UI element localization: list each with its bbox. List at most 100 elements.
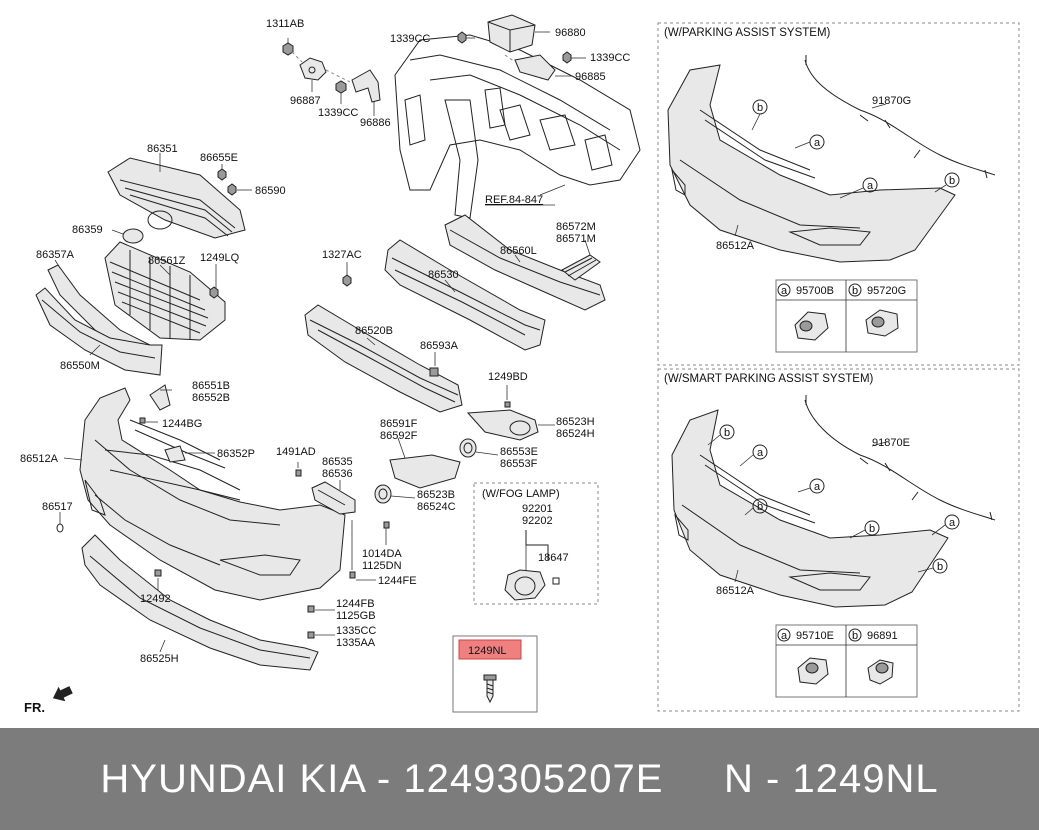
label-1327AC: 1327AC bbox=[322, 249, 362, 261]
label-86524C: 86524C bbox=[417, 501, 456, 513]
label-95710E: 95710E bbox=[796, 630, 834, 642]
label-12492: 12492 bbox=[140, 593, 171, 605]
label-18647: 18647 bbox=[538, 552, 569, 564]
label-86590: 86590 bbox=[255, 185, 286, 197]
bracket-96885 bbox=[504, 54, 572, 81]
letter-a: a bbox=[781, 630, 788, 642]
label-1335AA: 1335AA bbox=[336, 637, 376, 649]
letter-a: a bbox=[949, 517, 956, 529]
bracket-96886 bbox=[325, 69, 381, 116]
label-96880: 96880 bbox=[555, 27, 586, 39]
letter-a: a bbox=[814, 137, 821, 149]
label-86553E: 86553E bbox=[500, 446, 538, 458]
label-1339CC: 1339CC bbox=[390, 33, 430, 45]
parts-diagram: 1311AB 96887 1339CC 96886 1339CC 96880 1… bbox=[20, 14, 1020, 715]
label-96886: 96886 bbox=[360, 117, 391, 129]
letter-b: b bbox=[757, 102, 763, 114]
label-91870G: 91870G bbox=[872, 95, 911, 107]
label-86517: 86517 bbox=[42, 501, 73, 513]
label-86572M: 86572M bbox=[556, 221, 596, 233]
label-86591F: 86591F bbox=[380, 418, 418, 430]
label-1125DN: 1125DN bbox=[362, 560, 402, 572]
label-92202: 92202 bbox=[522, 515, 553, 527]
part-labels: 1311AB 96887 1339CC 96886 1339CC 96880 1… bbox=[20, 18, 956, 715]
bracket-96887 bbox=[282, 38, 327, 92]
absorber-86520B bbox=[304, 304, 463, 413]
letter-b: b bbox=[852, 285, 858, 297]
label-1249BD: 1249BD bbox=[488, 371, 528, 383]
label-96891: 96891 bbox=[867, 630, 898, 642]
footer-text: HYUNDAI KIA - 1249305207E N - 1249NL bbox=[100, 756, 939, 801]
molding-86550M bbox=[35, 287, 163, 376]
letter-b: b bbox=[757, 501, 763, 513]
fog-ring-86553E bbox=[459, 438, 499, 458]
label-86352P: 86352P bbox=[217, 448, 255, 460]
label-86536: 86536 bbox=[322, 468, 353, 480]
sensor-96880 bbox=[457, 14, 586, 64]
label-86561Z: 86561Z bbox=[148, 255, 186, 267]
label-86523B: 86523B bbox=[417, 489, 455, 501]
smart-parking-assist-box bbox=[657, 368, 1020, 712]
label-86535: 86535 bbox=[322, 456, 353, 468]
label-1244BG: 1244BG bbox=[162, 418, 202, 430]
parking-assist-box bbox=[657, 22, 1020, 366]
grille-86561Z bbox=[104, 241, 226, 341]
label-86593A: 86593A bbox=[420, 340, 459, 352]
label-95700B: 95700B bbox=[796, 285, 834, 297]
label-86551B: 86551B bbox=[192, 380, 230, 392]
bracket-86572M bbox=[561, 239, 601, 281]
front-arrow-icon bbox=[52, 686, 73, 702]
letter-a: a bbox=[781, 285, 788, 297]
label-86525H: 86525H bbox=[140, 653, 179, 665]
fog-cover-86591F bbox=[389, 437, 461, 489]
front-bumper-86512A bbox=[63, 384, 346, 601]
letter-b: b bbox=[852, 630, 858, 642]
letter-a: a bbox=[867, 180, 874, 192]
label-1335CC: 1335CC bbox=[336, 625, 376, 637]
label-95720G: 95720G bbox=[867, 285, 906, 297]
label-91870E: 91870E bbox=[872, 437, 910, 449]
letter-a: a bbox=[814, 481, 821, 493]
label-86357A: 86357A bbox=[36, 249, 75, 261]
label-86351: 86351 bbox=[147, 143, 178, 155]
label-86524H: 86524H bbox=[556, 428, 595, 440]
cowl-structure bbox=[394, 34, 641, 219]
label-86523H: 86523H bbox=[556, 416, 595, 428]
beam-86530 bbox=[342, 239, 546, 351]
front-label: FR. bbox=[24, 700, 45, 715]
highlight-box bbox=[452, 635, 538, 713]
label-1014DA: 1014DA bbox=[362, 548, 402, 560]
part-number-footer: HYUNDAI KIA - 1249305207E N - 1249NL bbox=[0, 728, 1039, 830]
label-86512A: 86512A bbox=[20, 453, 59, 465]
label-spa-86512A: 86512A bbox=[716, 585, 755, 597]
fog-cover-86523H bbox=[466, 385, 555, 441]
label-96887: 96887 bbox=[290, 95, 321, 107]
label-1244FE: 1244FE bbox=[378, 575, 417, 587]
label-86359: 86359 bbox=[72, 224, 103, 236]
letter-b: b bbox=[869, 523, 875, 535]
fog-ring-86523B bbox=[374, 484, 416, 504]
label-86550M: 86550M bbox=[60, 360, 100, 372]
label-1311AB: 1311AB bbox=[266, 18, 304, 30]
fog-lamp-title: (W/FOG LAMP) bbox=[482, 488, 560, 500]
label-pa-86512A: 86512A bbox=[716, 240, 755, 252]
letter-b: b bbox=[724, 427, 730, 439]
label-86552B: 86552B bbox=[192, 392, 230, 404]
letter-b: b bbox=[937, 561, 943, 573]
letter-a: a bbox=[757, 447, 764, 459]
absorber-86560L bbox=[444, 214, 606, 311]
label-86530: 86530 bbox=[428, 269, 459, 281]
grille-86351 bbox=[107, 153, 252, 239]
label-86520B: 86520B bbox=[355, 325, 393, 337]
label-86571M: 86571M bbox=[556, 233, 596, 245]
letter-b: b bbox=[949, 175, 955, 187]
highlight-label: 1249NL bbox=[468, 645, 507, 657]
label-ref: REF.84-847 bbox=[485, 194, 543, 206]
emblem-86359 bbox=[111, 228, 144, 244]
fasteners-lower bbox=[307, 520, 390, 639]
lip-86525H bbox=[81, 534, 319, 671]
label-1249LQ: 1249LQ bbox=[200, 252, 240, 264]
fog-lamp-box bbox=[473, 482, 599, 605]
smart-parking-assist-title: (W/SMART PARKING ASSIST SYSTEM) bbox=[664, 373, 874, 385]
label-86655E: 86655E bbox=[200, 152, 238, 164]
